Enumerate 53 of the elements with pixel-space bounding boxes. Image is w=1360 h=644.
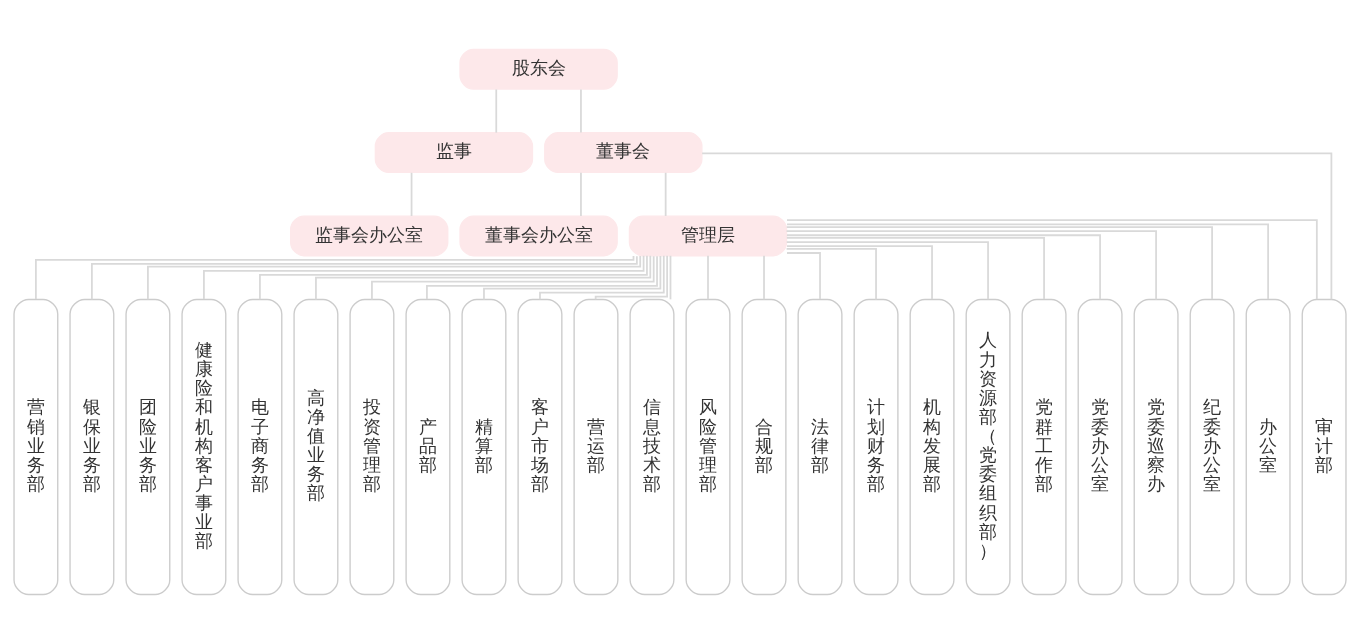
connector xyxy=(786,252,821,300)
node-box: 客户市场部 xyxy=(517,298,563,596)
connector xyxy=(315,254,652,301)
node-box: 健康险和机构客户事业部 xyxy=(181,298,227,596)
connector xyxy=(785,230,1157,301)
node-box: 监事会办公室 xyxy=(289,215,449,257)
node-box: 精算部 xyxy=(461,298,507,596)
connector xyxy=(495,88,498,134)
connector xyxy=(701,152,1333,301)
connector xyxy=(580,171,582,217)
node-box: 党委办公室 xyxy=(1077,298,1123,596)
connector xyxy=(580,88,582,134)
connector xyxy=(371,255,655,301)
node-box: 高净值业务部 xyxy=(293,298,339,596)
connector xyxy=(483,255,662,301)
connector xyxy=(786,245,933,300)
connector xyxy=(707,254,709,301)
node-box: 产品部 xyxy=(405,298,451,596)
node-box: 合规部 xyxy=(741,298,787,596)
node-box: 营运部 xyxy=(573,298,619,596)
connector xyxy=(785,237,1045,300)
node-box: 团险业务部 xyxy=(125,298,171,596)
node-box: 党委巡察办 xyxy=(1133,298,1179,596)
node-box: 银保业务部 xyxy=(69,298,115,596)
connector xyxy=(410,171,413,217)
connector xyxy=(594,254,668,301)
node-box: 投资管理部 xyxy=(349,298,395,596)
node-box: 董事会办公室 xyxy=(459,215,618,257)
connector xyxy=(785,226,1213,300)
connector xyxy=(763,254,765,301)
node-box: 风险管理部 xyxy=(685,298,731,596)
node-box: 办公室 xyxy=(1245,298,1291,596)
node-box: 机构发展部 xyxy=(909,298,955,596)
node-box: 营销业务部 xyxy=(13,298,59,596)
connector xyxy=(426,255,658,300)
node-box: 审计部 xyxy=(1301,298,1347,596)
connector xyxy=(664,171,667,217)
node-box: 纪委办公室 xyxy=(1189,298,1235,596)
node-box: 计划财务部 xyxy=(853,298,899,596)
node-box: 法律部 xyxy=(797,298,843,596)
node-box: 信息技术部 xyxy=(629,298,675,596)
node-box: 董事会 xyxy=(544,132,703,174)
connector xyxy=(785,248,877,301)
node-box: 人力资源部（党委组织部） xyxy=(965,298,1011,596)
node-box: 党群工作部 xyxy=(1021,298,1067,596)
node-box: 股东会 xyxy=(459,48,618,90)
node-box: 电子商务部 xyxy=(237,298,283,596)
node-box: 监事 xyxy=(374,132,534,174)
connector xyxy=(786,234,1101,301)
connector xyxy=(539,254,665,301)
connector xyxy=(669,254,672,301)
node-box: 管理层 xyxy=(628,215,788,257)
connector xyxy=(785,241,989,301)
